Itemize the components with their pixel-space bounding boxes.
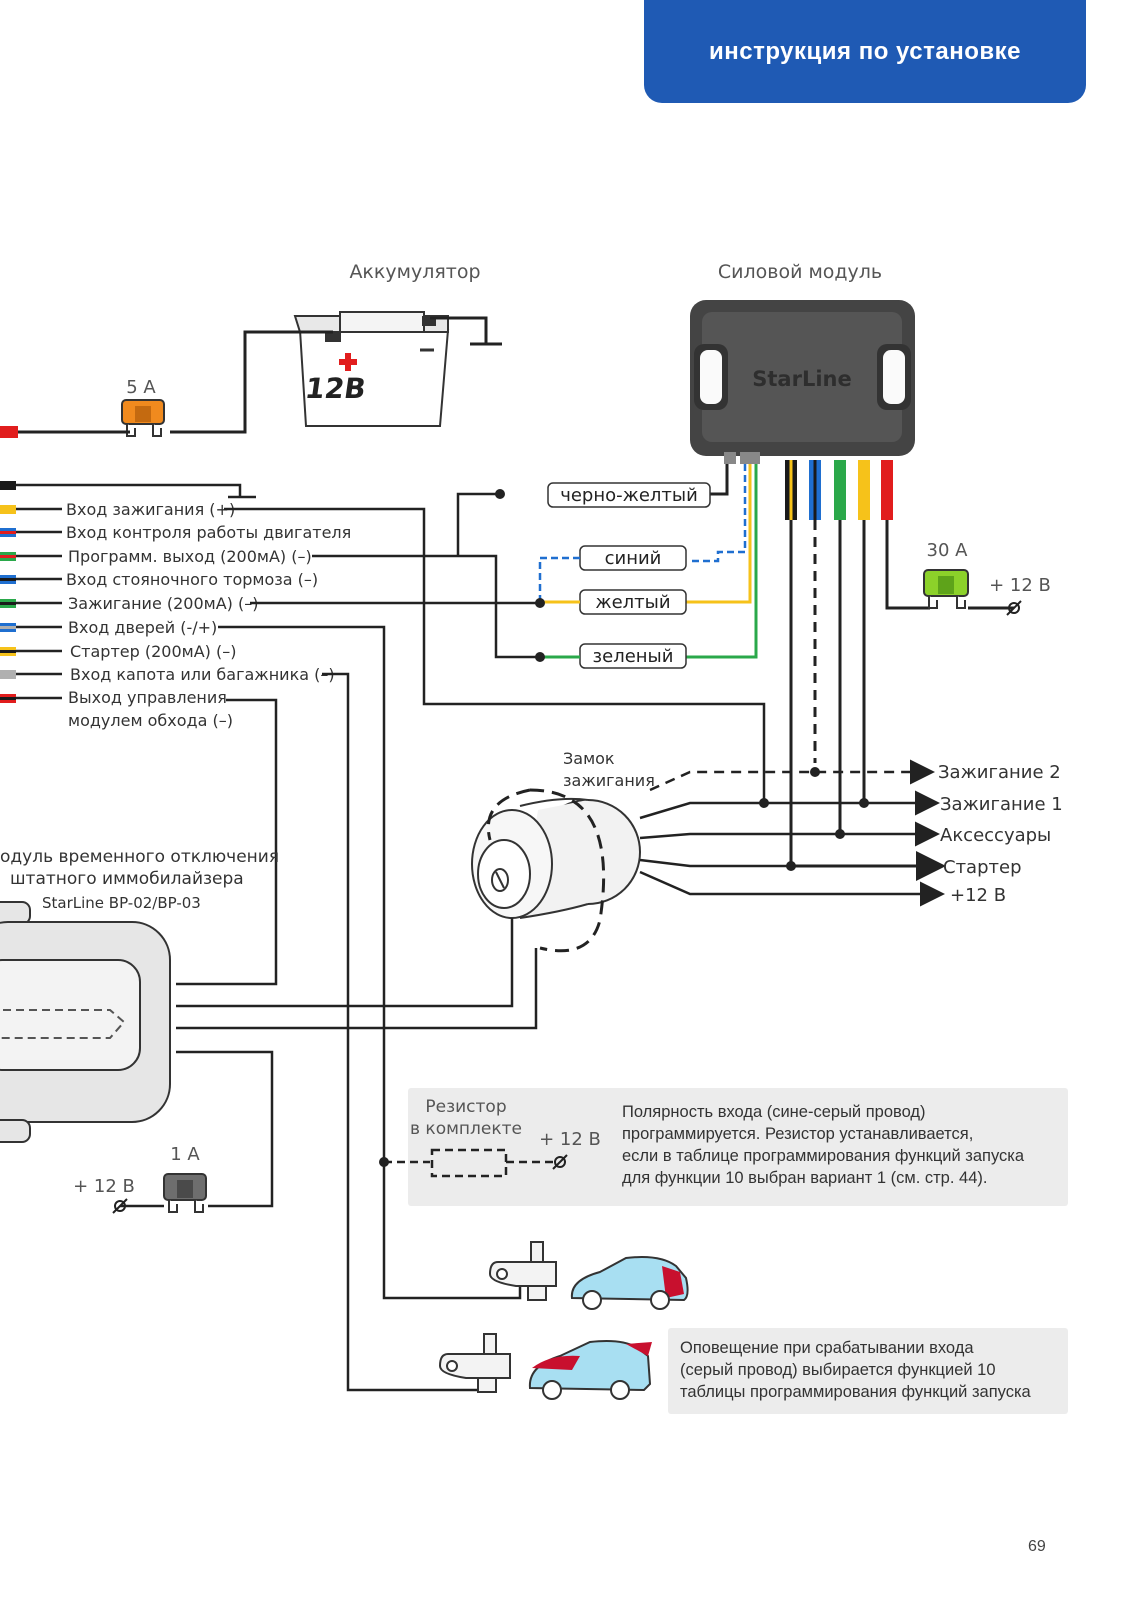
alert-note-line: Оповещение при срабатывании входа: [680, 1339, 974, 1357]
tag-green: зеленый: [579, 643, 687, 669]
alert-note-line: таблицы программирования функций запуска: [680, 1383, 1031, 1401]
terminal-b-icon: [552, 1154, 568, 1170]
alert-note-box: [668, 1328, 1068, 1414]
door-switch-icon: [488, 1241, 557, 1301]
plus12-label-a: + 12 В: [989, 575, 1051, 596]
terminal-c-icon: [112, 1198, 128, 1214]
car-door-icon: [570, 1256, 689, 1310]
hood-switch-icon: [438, 1333, 511, 1393]
harness-item-bypass-out: Выход управления: [68, 688, 227, 707]
resistor-label-2: в комплекте: [410, 1119, 522, 1139]
red-wire-stub: [0, 426, 18, 438]
page-number: 69: [1028, 1538, 1046, 1555]
resistor-label-1: Резистор: [425, 1097, 506, 1117]
plus12-label-b: + 12 В: [539, 1129, 601, 1150]
svg-text:зеленый: зеленый: [593, 646, 674, 667]
battery-icon: 12В: [293, 311, 450, 427]
plus12-label-c: + 12 В: [73, 1176, 135, 1197]
power-module-brand: StarLine: [752, 367, 851, 391]
harness-item-bypass-out-2: модулем обхода (–): [68, 711, 233, 730]
svg-text:синий: синий: [605, 548, 662, 569]
alert-note-line: (серый провод) выбирается функцией 10: [680, 1361, 996, 1379]
fuse-5a-label: 5 A: [126, 377, 156, 398]
tag-black-yellow: черно-желтый: [547, 482, 711, 508]
bypass-label-1: одуль временного отключения: [0, 847, 279, 867]
output-ign2: Зажигание 2: [938, 762, 1061, 783]
harness-stubs: [0, 481, 16, 703]
harness-item-parking-brake: Вход стояночного тормоза (–): [66, 570, 318, 589]
fuse-30a-icon: [923, 569, 969, 609]
harness-item-ign-in: Вход зажигания (+): [66, 500, 235, 519]
bypass-model: StarLine BP-02/BP-03: [42, 894, 201, 912]
polarity-note-box: [408, 1088, 1068, 1206]
output-acc: Аксессуары: [940, 825, 1051, 846]
harness-item-prog-out: Программ. выход (200мА) (–): [68, 547, 312, 566]
terminal-a-icon: [1006, 600, 1022, 616]
output-plus12: +12 В: [950, 885, 1006, 906]
polarity-note: Полярность входа (сине-серый провод) про…: [622, 1101, 1024, 1189]
power-module-icon: StarLine: [690, 300, 915, 464]
bypass-module-icon: [0, 901, 171, 1143]
car-hood-icon: [528, 1340, 652, 1400]
harness-item-starter: Стартер (200мА) (–): [70, 642, 236, 661]
alert-note: Оповещение при срабатывании входа (серый…: [680, 1337, 1031, 1403]
harness-item-doors: Вход дверей (-/+): [68, 618, 217, 637]
svg-text:черно-желтый: черно-желтый: [560, 485, 698, 506]
header-title: инструкция по установке: [644, 0, 1086, 103]
output-ign1: Зажигание 1: [940, 794, 1063, 815]
harness-item-hood-trunk: Вход капота или багажника (–): [70, 665, 335, 684]
fuse-1a-icon: [163, 1173, 207, 1213]
fuse-5a-icon: [121, 399, 165, 437]
polarity-note-line: если в таблице программирования функций …: [622, 1147, 1025, 1165]
output-starter: Стартер: [943, 857, 1022, 878]
tag-blue: синий: [579, 545, 687, 571]
svg-text:желтый: желтый: [595, 592, 670, 613]
polarity-note-line: Полярность входа (сине-серый провод): [622, 1103, 926, 1121]
battery-label: Аккумулятор: [349, 261, 480, 283]
ignition-lock-label-2: зажигания: [563, 771, 655, 790]
power-module-label: Силовой модуль: [718, 261, 882, 283]
tag-yellow: желтый: [579, 589, 687, 615]
resistor-icon: [430, 1148, 508, 1178]
polarity-note-line: программируется. Резистор устанавливаетс…: [622, 1125, 974, 1143]
harness-item-engine-ctrl: Вход контроля работы двигателя: [66, 523, 351, 542]
fuse-30a-label: 30 A: [927, 540, 969, 561]
fuse-1a-label: 1 A: [170, 1144, 200, 1165]
bypass-label-2: штатного иммобилайзера: [10, 869, 244, 889]
ignition-lock-icon: [471, 788, 641, 953]
polarity-note-line: для функции 10 выбран вариант 1 (см. стр…: [622, 1169, 988, 1187]
battery-voltage: 12В: [303, 372, 368, 405]
ignition-lock-label-1: Замок: [563, 749, 615, 768]
harness-item-ignition: Зажигание (200мА) (–): [68, 594, 258, 613]
